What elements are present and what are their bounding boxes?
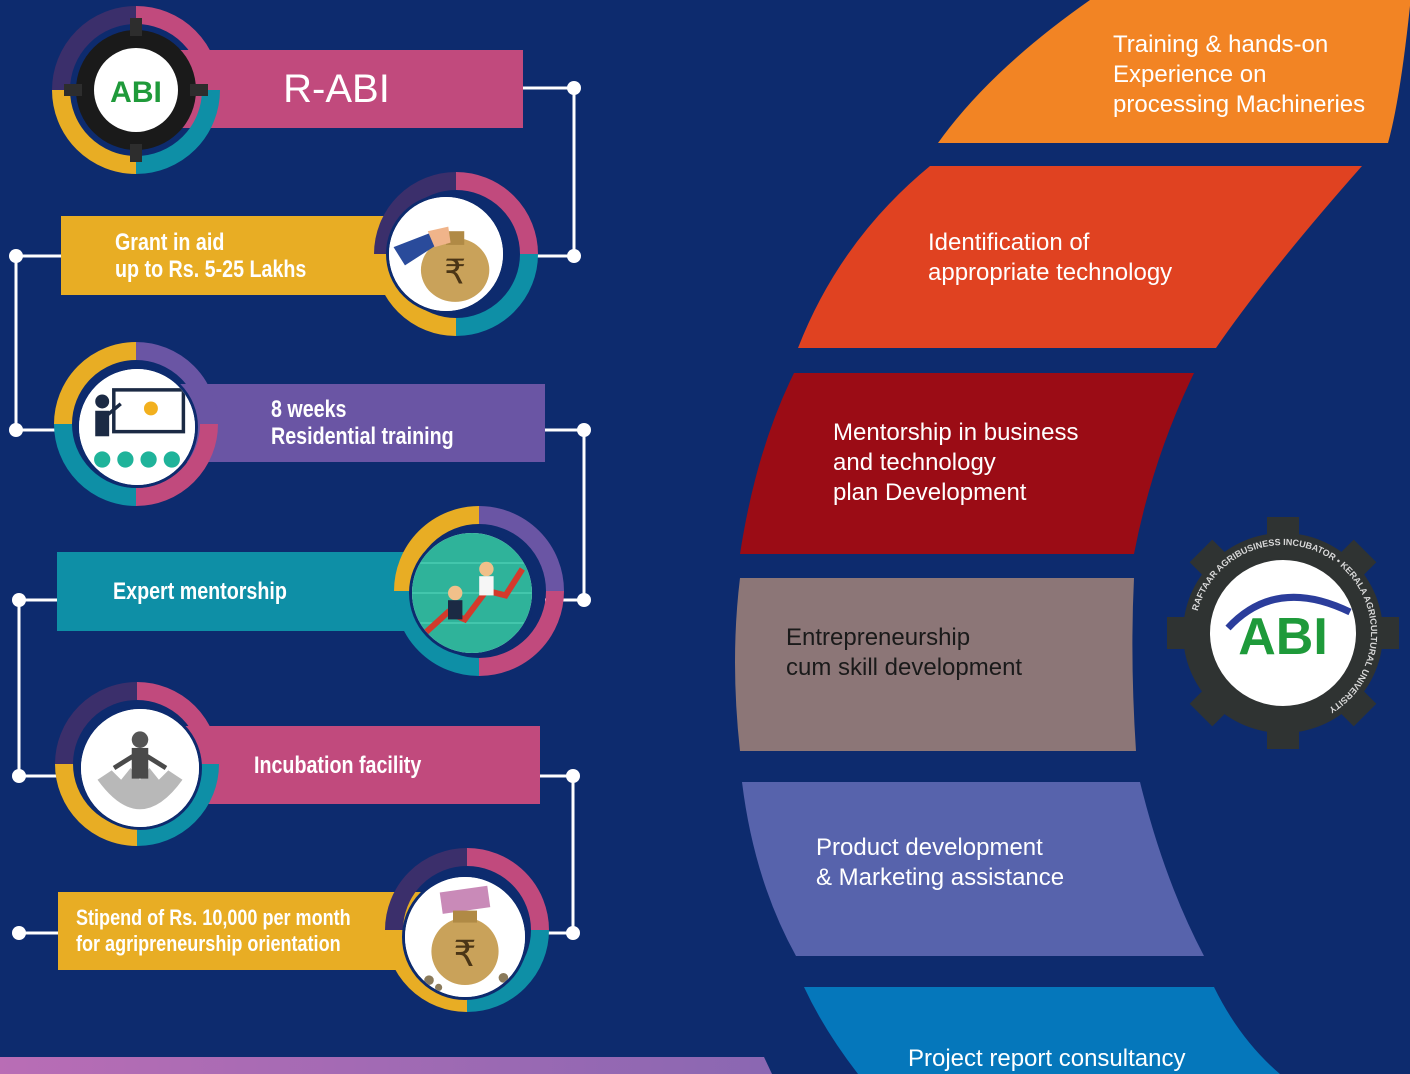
step-stipend-line-2: for agripreneurship orientation	[76, 931, 341, 956]
service-text-1: Training & hands-on Experience on proces…	[1113, 31, 1366, 118]
service-text-6: Project report consultancy	[908, 1045, 1186, 1072]
service-segment-5	[742, 782, 1204, 956]
step-incubation-line-1: Incubation facility	[254, 751, 422, 779]
r-abi-ring: ABI	[52, 6, 220, 174]
step-training-line-2: Residential training	[271, 423, 454, 450]
service-segment-4	[735, 578, 1136, 751]
classroom-presentation-icon	[76, 366, 198, 488]
bottom-banner-strip	[0, 1057, 772, 1074]
step-training-line-1: 8 weeks	[271, 396, 347, 423]
abi-gear-logo: ABI RAFTAAR AGRIBUSINESS INCUBATOR • KER…	[1167, 517, 1399, 749]
step-grant-line-2: up to Rs. 5-25 Lakhs	[115, 255, 307, 283]
svg-text:₹: ₹	[454, 934, 477, 975]
service-text-3: Mentorship in business and technology pl…	[833, 419, 1079, 506]
hatching-egg-icon	[78, 706, 202, 830]
step-stipend-line-1: Stipend of Rs. 10,000 per month	[76, 905, 351, 930]
service-segment-1	[938, 0, 1410, 143]
service-text-5: Product development & Marketing assistan…	[816, 834, 1065, 891]
services-arc	[735, 0, 1410, 1074]
service-segment-2	[798, 166, 1362, 348]
cash-bag-icon: ₹	[402, 874, 528, 1000]
service-text-2: Identification of appropriate technology	[928, 229, 1173, 286]
service-segment-3	[740, 373, 1194, 554]
abi-logo-mark: ABI	[1238, 608, 1328, 666]
step-mentorship-line-1: Expert mentorship	[113, 578, 287, 605]
service-text-4: Entrepreneurship cum skill development	[786, 624, 1023, 681]
svg-text:₹: ₹	[444, 253, 466, 293]
step-grant-line-1: Grant in aid	[115, 228, 225, 256]
r-abi-logo-mark: ABI	[110, 76, 162, 109]
r-abi-title: R-ABI	[283, 67, 390, 111]
service-segment-6	[804, 987, 1280, 1074]
mentorship-growth-icon	[409, 530, 535, 656]
money-bag-icon: ₹	[386, 194, 506, 314]
